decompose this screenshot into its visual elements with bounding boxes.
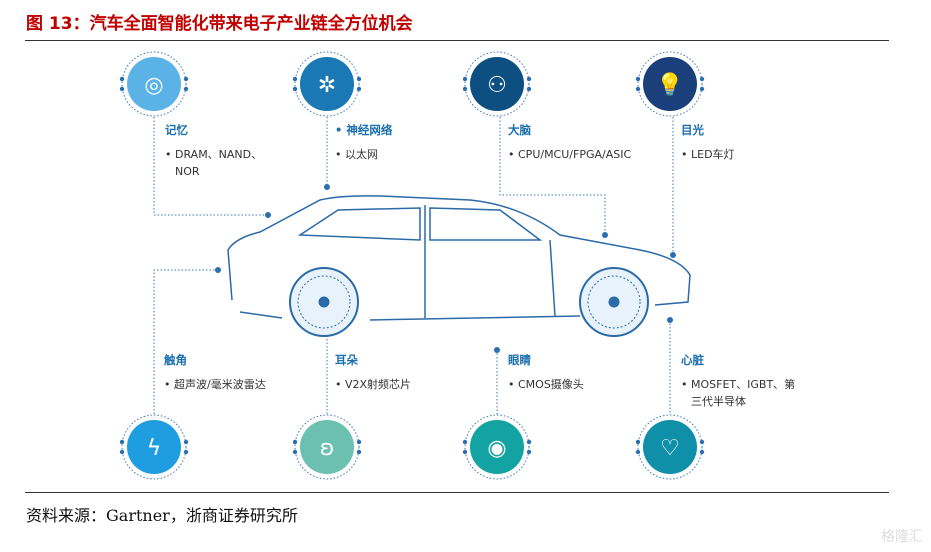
label-memory: 记忆DRAM、NAND、NOR	[165, 122, 275, 180]
figure-title: 图 13：汽车全面智能化带来电子产业链全方位机会	[26, 14, 413, 34]
label-eyes: 眼睛CMOS摄像头	[508, 352, 638, 393]
connector-dots	[215, 184, 676, 353]
wheels	[289, 267, 649, 337]
label-neural-network: • 神经网络以太网	[335, 122, 445, 163]
car-outline	[227, 195, 691, 321]
svg-text:💡: 💡	[656, 72, 683, 98]
top-divider	[25, 40, 889, 41]
svg-text:◎: ◎	[144, 73, 163, 98]
label-ears: 耳朵V2X射频芯片	[335, 352, 465, 393]
head-lightning-icon: ϟ	[119, 414, 189, 480]
bottom-divider	[25, 492, 889, 493]
watermark: 格隆汇	[881, 529, 923, 545]
label-antenna: 触角超声波/毫米波雷达	[164, 352, 294, 393]
network-icon: ✲	[292, 51, 362, 117]
svg-text:✲: ✲	[318, 73, 336, 98]
lightbulb-icon: 💡	[635, 51, 705, 117]
label-heart: 心脏MOSFET、IGBT、第三代半导体	[681, 352, 796, 410]
svg-text:ʚ: ʚ	[320, 436, 335, 461]
svg-text:ϟ: ϟ	[147, 436, 162, 461]
svg-text:⚇: ⚇	[487, 73, 507, 98]
label-vision: 目光LED车灯	[681, 122, 791, 163]
connector-lines	[153, 117, 674, 415]
label-brain: 大脑CPU/MCU/FPGA/ASIC	[508, 122, 631, 163]
svg-text:♡: ♡	[660, 436, 680, 461]
svg-text:◉: ◉	[487, 436, 506, 461]
person-heart-icon: ♡	[635, 414, 705, 480]
eye-icon: ◉	[462, 414, 532, 480]
ear-icon: ʚ	[292, 414, 362, 480]
source-note: 资料来源：Gartner，浙商证券研究所	[26, 506, 298, 525]
head-target-icon: ◎	[119, 51, 189, 117]
brain-icon: ⚇	[462, 51, 532, 117]
